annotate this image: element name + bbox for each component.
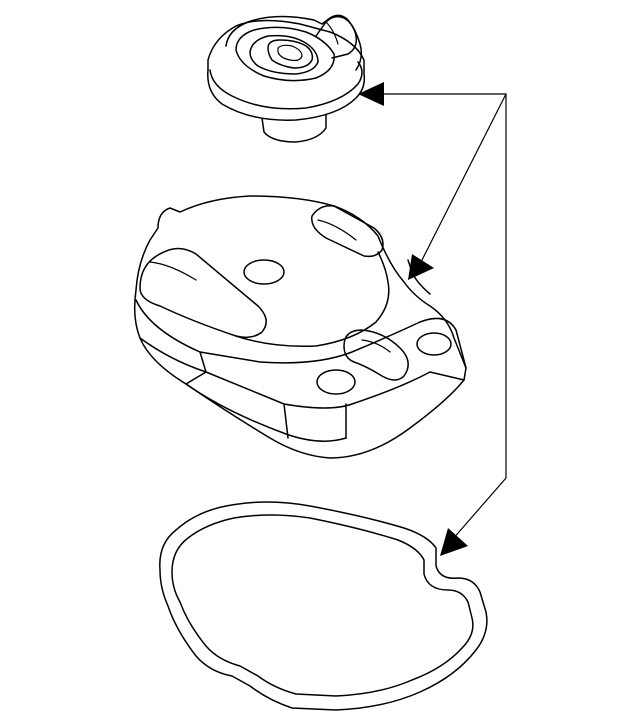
cap-tab-edge	[325, 21, 339, 45]
cap-grip-inner	[277, 44, 303, 62]
housing-left-pad-edge	[149, 261, 197, 281]
part-cap[interactable]	[207, 14, 366, 143]
housing-facet-mid	[283, 403, 289, 439]
housing-lower-edge	[185, 383, 347, 442]
housing-body	[133, 195, 467, 459]
housing-facet-left	[185, 351, 207, 385]
cap-recess-mid	[249, 34, 319, 75]
housing-hole-right	[416, 332, 452, 356]
housing-left-pad	[139, 247, 267, 339]
leader-to-gasket	[451, 93, 507, 541]
housing-right-tab	[311, 204, 384, 258]
cap-top-rim	[209, 61, 363, 110]
gasket-inner	[171, 514, 474, 697]
housing-hole-front	[316, 369, 356, 395]
gasket-outer	[159, 501, 488, 711]
housing-slot	[343, 329, 409, 381]
part-gasket[interactable]	[159, 501, 488, 711]
cap-tab	[315, 15, 358, 59]
housing-belt	[139, 337, 465, 409]
housing-dome	[235, 251, 390, 348]
arrowhead-housing	[408, 254, 434, 280]
housing-right-tab-edge	[317, 219, 357, 241]
part-housing[interactable]	[133, 195, 467, 459]
cap-recess-outer	[235, 26, 335, 82]
leader-to-housing	[419, 93, 507, 265]
arrowhead-gasket	[440, 528, 468, 556]
housing-hole-top	[243, 259, 285, 285]
cap-grip-knob	[267, 39, 314, 69]
arrowhead-cap	[358, 82, 384, 106]
leader-lines	[358, 82, 507, 556]
housing-top-edge	[135, 299, 467, 369]
cap-body	[207, 19, 366, 121]
cap-top-face	[225, 14, 363, 71]
housing-slot-inner	[361, 339, 391, 353]
